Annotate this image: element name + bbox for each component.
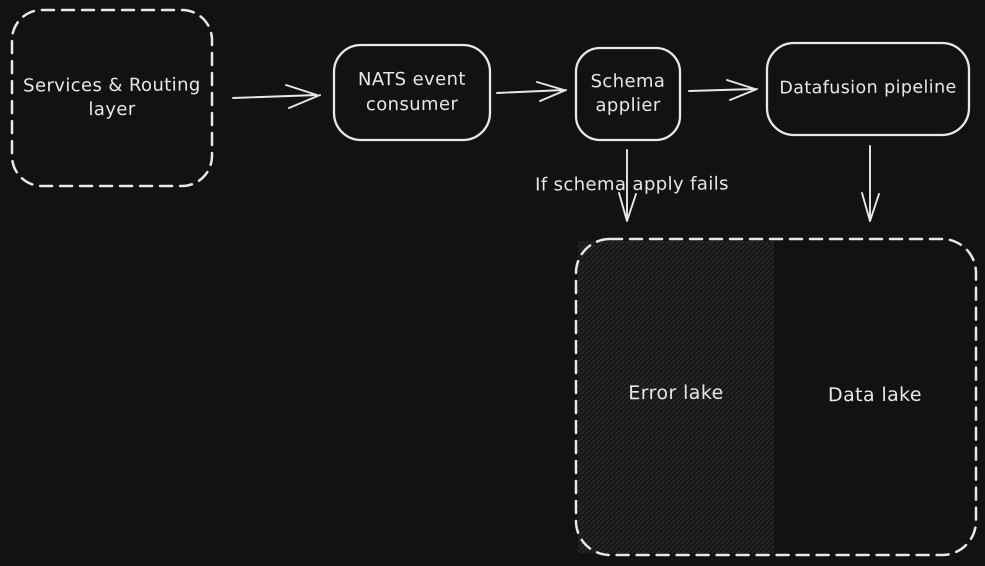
node-services-label-line1: Services & Routing [23,74,201,97]
lakes-container-box [574,237,978,557]
arrow-schema-to-datafusion [688,79,758,101]
node-services-label: Services & Routing layer [12,9,213,186]
node-services-box [10,8,214,188]
node-datafusion-box [765,41,971,137]
error-lake-region [578,241,774,553]
node-datafusion-label: Datafusion pipeline [767,42,969,135]
arrow-schema-to-error-lake [618,149,637,222]
data-lake-label: Data lake [775,379,975,412]
node-schema-label-line2: applier [595,94,661,117]
node-schema-box [574,46,682,142]
data-lake-label-text: Data lake [827,383,923,407]
node-nats-label-line2: consumer [365,93,459,115]
edge-condition-label: If schema apply fails [522,171,742,198]
node-nats-box [332,43,492,142]
arrow-services-to-nats [232,84,321,109]
arrow-nats-to-schema [496,81,567,102]
error-lake-label: Error lake [578,377,774,410]
node-nats-label: NATS event consumer [334,45,490,141]
node-nats-label-line1: NATS event [357,68,466,91]
node-schema-label-line1: Schema [590,70,666,92]
edge-condition-label-text: If schema apply fails [535,173,729,196]
arrow-datafusion-to-data-lake [861,145,880,222]
error-lake-label-text: Error lake [628,381,724,405]
node-schema-label: Schema applier [576,48,680,141]
node-services-label-line2: layer [88,98,136,121]
node-datafusion-label-text: Datafusion pipeline [779,77,957,99]
